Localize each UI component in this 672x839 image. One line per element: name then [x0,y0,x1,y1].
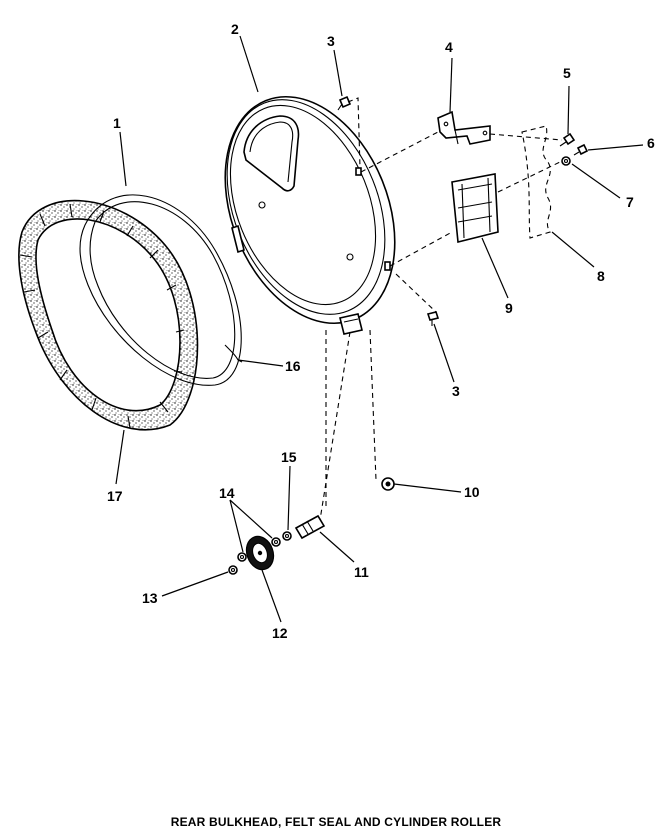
diagram-caption: REAR BULKHEAD, FELT SEAL AND CYLINDER RO… [170,815,502,829]
callout-5: 5 [563,65,571,81]
screw-3-top [337,95,352,111]
bracket [437,110,491,145]
assembly-lines [319,97,563,521]
nut-13 [228,565,238,575]
nut-10 [381,477,395,491]
callout-4: 4 [445,39,453,55]
callout-10: 10 [464,484,480,500]
callout-7: 7 [626,194,634,210]
callout-11: 11 [354,564,369,580]
callout-14: 14 [219,485,235,501]
callout-6: 6 [647,135,655,151]
washer-15 [282,531,292,541]
callout-17: 17 [107,488,123,504]
callout-13: 13 [142,590,158,606]
callout-3-bottom: 3 [452,383,460,399]
roller-bracket [451,173,499,244]
rear-bulkhead [224,95,396,335]
callout-9: 9 [505,300,513,316]
callout-15: 15 [281,449,297,465]
callout-2: 2 [231,21,239,37]
screw-6 [573,143,589,156]
callout-3-top: 3 [327,33,335,49]
screw-3-bottom [426,311,440,326]
leader-lines [115,35,644,623]
roller-shaft [294,514,326,540]
cylinder-roller [245,535,275,571]
screw-5 [559,132,576,147]
callout-8: 8 [597,268,605,284]
callout-numbers: 1 2 3 4 5 6 7 8 9 3 10 11 12 13 14 15 16… [107,21,655,641]
callout-16: 16 [285,358,301,374]
washer-14a [271,537,281,547]
callout-12: 12 [272,625,288,641]
nut-7 [561,156,571,166]
seal-ring [79,194,243,386]
felt-seal [18,199,199,431]
shield-panel [521,125,552,239]
washer-14b [237,552,247,562]
callout-1: 1 [113,115,121,131]
